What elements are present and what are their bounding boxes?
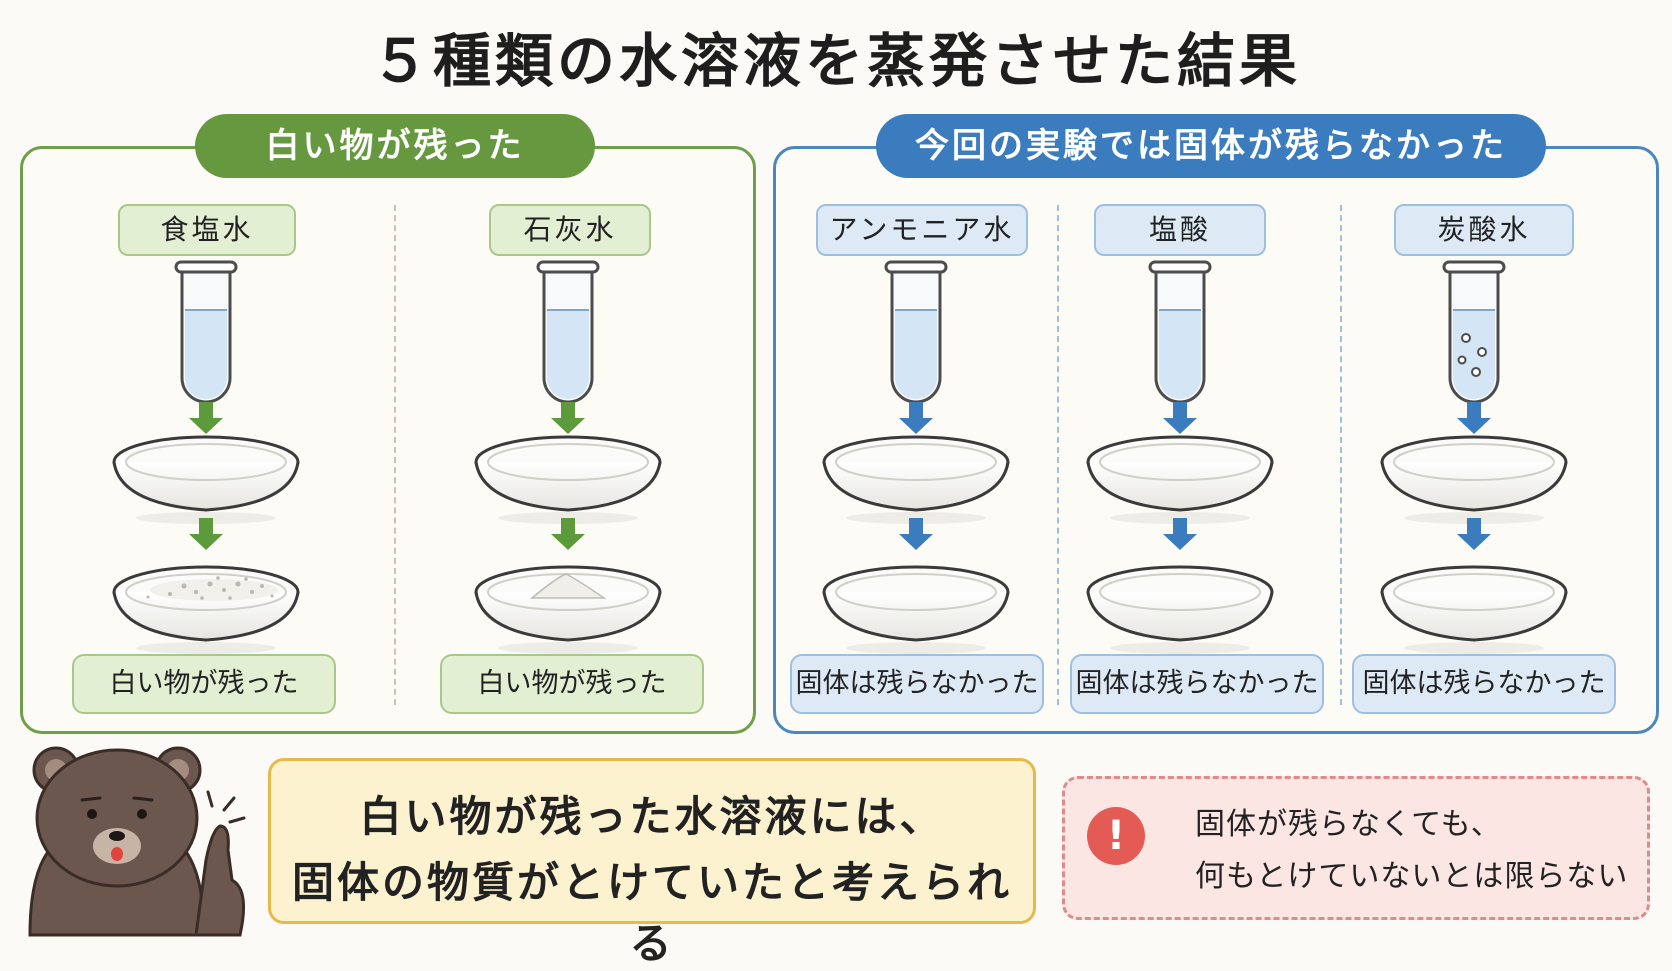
- down-arrow-icon: [899, 402, 933, 434]
- limewater-column: [474, 260, 662, 656]
- page-title: ５種類の水溶液を蒸発させた結果: [370, 27, 1301, 95]
- solution-label-limewater: 石灰水: [489, 204, 651, 256]
- panel-divider: [394, 205, 396, 705]
- white-residue-icon: [146, 576, 278, 601]
- powder-residue-icon: [529, 573, 607, 599]
- down-arrow-icon: [1457, 402, 1491, 434]
- solution-label-ammonia-water: アンモニア水: [816, 204, 1028, 256]
- bubbles-icon: [1457, 333, 1487, 377]
- result-carbonated-water: 固体は残らなかった: [1352, 654, 1616, 714]
- no-solid-banner: 今回の実験では固体が残らなかった: [876, 114, 1546, 178]
- evaporating-dish-icon: [1086, 435, 1274, 526]
- evaporating-dish-icon: [1380, 435, 1568, 526]
- solution-label-carbonated-water: 炭酸水: [1394, 204, 1574, 256]
- evaporating-dish-icon: [822, 565, 1010, 656]
- conclusion-line-2: 固体の物質がとけていたと考えられる: [291, 858, 1012, 968]
- result-salt-water: 白い物が残った: [72, 654, 336, 714]
- bear-mascot-icon: [28, 746, 246, 937]
- ammonia-water-column: [822, 260, 1010, 656]
- panel-divider: [1057, 205, 1059, 705]
- evaporating-dish-icon: [1380, 565, 1568, 656]
- evaporating-dish-icon: [112, 435, 300, 526]
- hydrochloric-acid-column: [1086, 260, 1274, 656]
- illustration-layer: [28, 260, 1568, 937]
- test-tube-icon: [884, 260, 948, 404]
- test-tube-icon: [1148, 260, 1212, 404]
- test-tube-icon: [1442, 260, 1506, 404]
- result-ammonia-water: 固体は残らなかった: [790, 654, 1044, 714]
- panel-divider: [1340, 205, 1342, 705]
- evaporating-dish-icon: [474, 435, 662, 526]
- white-residue-banner: 白い物が残った: [195, 114, 595, 178]
- caution-line-1: 固体が残らなくても、: [1195, 807, 1502, 842]
- caution-box: ! 固体が残らなくても、 何もとけていないとは限らない: [1062, 776, 1650, 920]
- carbonated-water-column: [1380, 260, 1568, 656]
- conclusion-line-1: 白い物が残った水溶液には、: [359, 792, 945, 841]
- down-arrow-icon: [551, 402, 585, 434]
- test-tube-icon: [536, 260, 600, 404]
- result-hydrochloric-acid: 固体は残らなかった: [1070, 654, 1324, 714]
- caution-line-2: 何もとけていないとは限らない: [1195, 859, 1629, 894]
- down-arrow-icon: [189, 402, 223, 434]
- test-tube-icon: [174, 260, 238, 404]
- conclusion-box: 白い物が残った水溶液には、 固体の物質がとけていたと考えられる: [268, 758, 1036, 968]
- result-limewater: 白い物が残った: [440, 654, 704, 714]
- evaporating-dish-icon: [1086, 565, 1274, 656]
- exclamation-icon: !: [1087, 807, 1145, 865]
- salt-water-column: [112, 260, 300, 656]
- solution-label-hydrochloric-acid: 塩酸: [1094, 204, 1266, 256]
- evaporating-dish-icon: [822, 435, 1010, 526]
- solution-label-salt-water: 食塩水: [118, 204, 296, 256]
- down-arrow-icon: [1163, 402, 1197, 434]
